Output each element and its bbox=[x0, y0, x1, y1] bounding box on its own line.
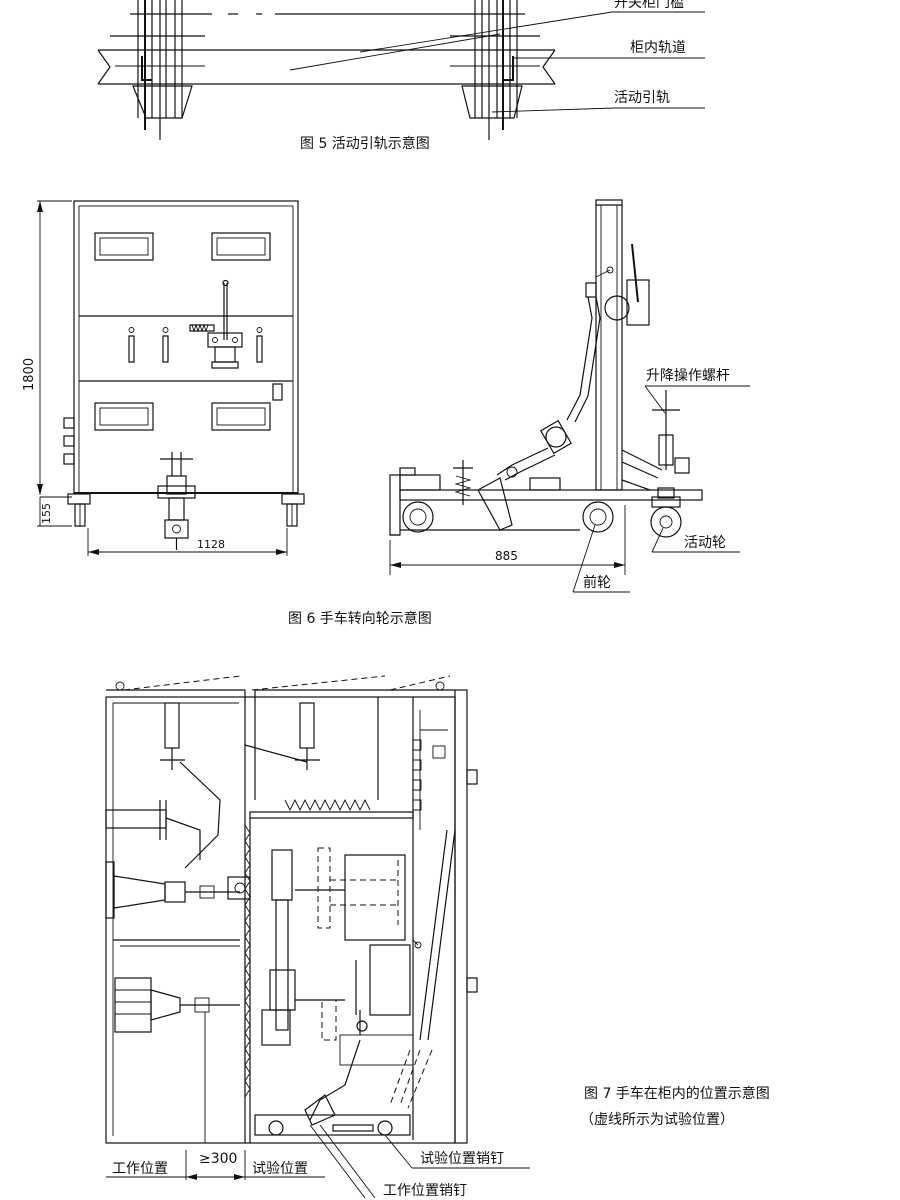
test-position-label: 试验位置 bbox=[252, 1161, 308, 1177]
width-dimension: 1128 bbox=[197, 538, 225, 551]
height-dimension: 1800 bbox=[22, 358, 37, 391]
working-pin-label: 工作位置销钉 bbox=[383, 1183, 467, 1199]
figure6-side-view bbox=[389, 199, 750, 593]
figure7-drawing bbox=[105, 675, 530, 1199]
figure5-caption: 图 5 活动引轨示意图 bbox=[300, 135, 430, 152]
front-wheel-label: 前轮 bbox=[583, 574, 611, 591]
figure7-caption: 图 7 手车在柜内的位置示意图 bbox=[584, 1085, 770, 1102]
working-position-label: 工作位置 bbox=[112, 1161, 168, 1177]
inner-rail-label: 柜内轨道 bbox=[630, 40, 686, 56]
figure6-caption: 图 6 手车转向轮示意图 bbox=[288, 610, 432, 627]
lift-screw-label: 升降操作螺杆 bbox=[646, 368, 730, 384]
door-sill-label: 开关柜门槛 bbox=[614, 0, 684, 11]
movable-rail-label: 活动引轨 bbox=[614, 90, 670, 106]
figure5-drawing bbox=[97, 0, 705, 140]
length-dimension: 885 bbox=[495, 549, 518, 563]
test-pin-label: 试验位置销钉 bbox=[420, 1151, 504, 1167]
distance-label: ≥300 bbox=[199, 1151, 237, 1167]
figure6-front-view bbox=[37, 200, 305, 556]
swivel-wheel-label: 活动轮 bbox=[684, 535, 726, 551]
base-height-dimension: 155 bbox=[40, 503, 53, 524]
figure7-subcaption: （虚线所示为试验位置） bbox=[580, 1112, 734, 1128]
